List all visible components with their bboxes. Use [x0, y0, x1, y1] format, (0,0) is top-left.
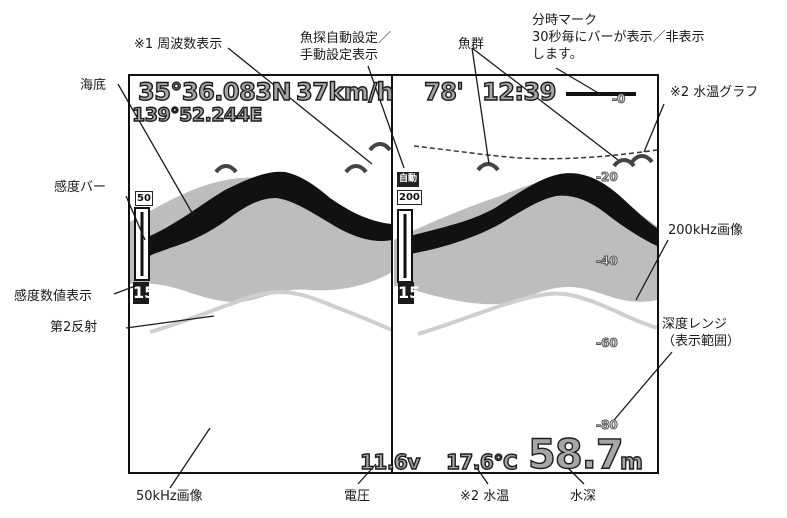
- fish-arch-right-3: [630, 154, 654, 164]
- callout-voltage: 電圧: [344, 489, 371, 504]
- speed-readout: 37km/h: [295, 77, 394, 106]
- auto-mode-badge: 自動: [397, 172, 420, 187]
- callout-fish: 魚群: [458, 37, 485, 52]
- lcd-screen-frame: [128, 74, 659, 474]
- callout-water-temp: ※2 水温: [460, 489, 510, 504]
- callout-seabed: 海底: [80, 78, 107, 93]
- depth-tick-60: -60: [596, 336, 619, 351]
- minute-mark-bar: [566, 92, 636, 96]
- sub-bottom-echo-right: [394, 177, 657, 305]
- callout-minute-mark: 分時マーク 30秒毎にバーが表示／非表示 します。: [532, 13, 705, 62]
- depth-readout: 58.7: [527, 431, 624, 478]
- depth-unit: m: [619, 449, 643, 475]
- sub-bottom-echo-left: [130, 177, 392, 303]
- depth-tick-20: -20: [596, 170, 619, 185]
- voltage-readout: 11.6v: [359, 449, 421, 474]
- callout-50khz: 50kHz画像: [136, 489, 203, 504]
- water-temp-graph: [413, 145, 658, 160]
- leader-lines: [113, 47, 673, 489]
- sensitivity-right-label: 200: [397, 190, 422, 205]
- seabed-band-left: [150, 171, 392, 256]
- fish-arch-right-2: [612, 158, 636, 168]
- minute-mark-label: -0: [611, 92, 626, 107]
- callout-sens-bar: 感度バー: [54, 180, 107, 195]
- callout-200khz: 200kHz画像: [668, 223, 743, 238]
- callout-temp-graph: ※2 水温グラフ: [670, 85, 759, 100]
- water-temp-readout: 17.6℃: [445, 449, 518, 474]
- callout-water-depth: 水深: [570, 489, 597, 504]
- callout-frequency: ※1 周波数表示: [134, 37, 223, 52]
- sensitivity-left-label: 50: [135, 191, 153, 206]
- second-reflection-right: [417, 291, 658, 336]
- fish-arch-left-3: [368, 142, 392, 152]
- heading-readout: 78': [423, 77, 464, 106]
- callout-second-reflection: 第2反射: [50, 320, 98, 335]
- second-reflection-left: [149, 289, 393, 334]
- depth-tick-40: -40: [596, 254, 619, 269]
- longitude-readout: 139°52.244E: [131, 103, 263, 126]
- time-readout: 12:39: [481, 77, 557, 106]
- seabed-band-right: [408, 173, 657, 254]
- depth-tick-80: -80: [596, 418, 619, 433]
- fish-arch-right-1: [476, 162, 500, 172]
- fish-arch-left-2: [344, 164, 368, 174]
- callout-depth-range: 深度レンジ （表示範囲）: [662, 317, 741, 349]
- fish-arch-left-1: [214, 164, 238, 174]
- callout-mode: 魚探自動設定／ 手動設定表示: [300, 31, 392, 63]
- latitude-readout: 35°36.083N: [137, 77, 292, 106]
- callout-sens-value: 感度数値表示: [14, 289, 93, 304]
